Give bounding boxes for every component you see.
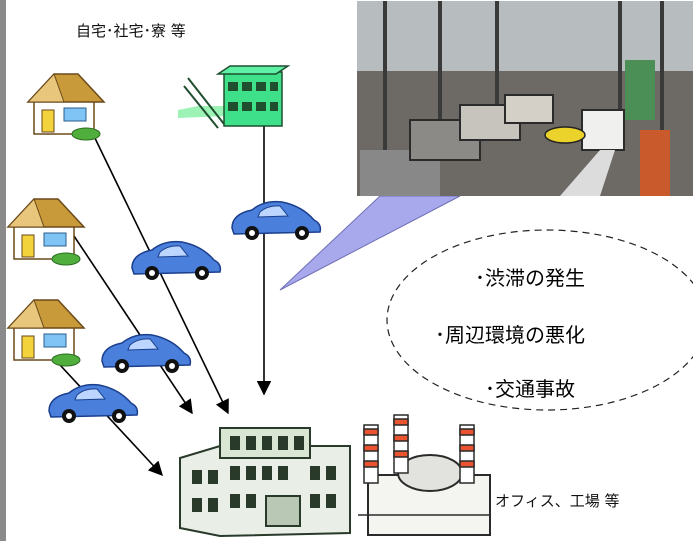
destination-label: オフィス、工場 等 — [495, 492, 620, 510]
issue-traffic-jam: ･渋滞の発生 — [475, 266, 585, 290]
car-icon — [101, 333, 192, 374]
car-icon — [48, 383, 139, 424]
issue-environment: ･周辺環境の悪化 — [435, 323, 585, 347]
dormitory-icon — [178, 65, 291, 129]
homes-label: 自宅･社宅･寮 等 — [76, 22, 186, 40]
left-edge-bar — [0, 0, 6, 541]
traffic-jam-photo — [279, 1, 693, 291]
commute-arrows — [47, 120, 272, 477]
factory-icon — [358, 414, 491, 536]
house-icon — [7, 198, 85, 266]
car-icon — [131, 240, 222, 281]
car-icon — [231, 200, 322, 241]
issue-accidents: ･交通事故 — [485, 377, 575, 401]
house-icon — [27, 73, 105, 141]
issues-callout — [386, 229, 693, 411]
office-building-icon — [179, 427, 351, 538]
house-icon — [7, 299, 85, 367]
